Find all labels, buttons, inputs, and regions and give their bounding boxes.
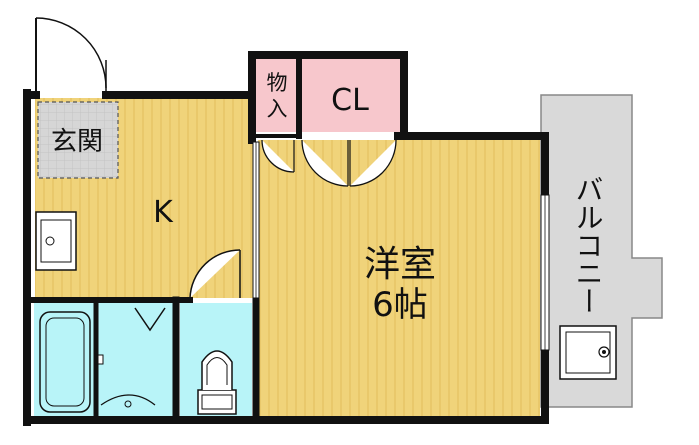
storage-label-1: 物: [267, 71, 288, 95]
balcony-label: バルコニー: [572, 175, 605, 315]
genkan: 玄関: [37, 101, 119, 179]
outdoor-unit: [559, 325, 617, 380]
wash-area: [96, 303, 176, 418]
storage: 物 入: [256, 58, 298, 132]
bathtub: [39, 311, 91, 413]
walls: [23, 51, 549, 426]
storage-label-2: 入: [267, 97, 288, 121]
toilet-door: [189, 249, 241, 299]
western-room-label: 洋室: [364, 244, 436, 285]
closet: CL: [302, 58, 400, 132]
entrance-door: [35, 17, 107, 92]
kitchen-sink: [35, 211, 77, 271]
storage-door: [261, 139, 295, 173]
genkan-label: 玄関: [51, 127, 103, 157]
kitchen-label: K: [153, 195, 174, 230]
sliding-partition: [252, 141, 260, 299]
balcony: バルコニー: [540, 94, 663, 408]
closet-doors: [301, 139, 397, 187]
wash-door: [134, 307, 166, 332]
toilet: [197, 350, 237, 415]
balcony-window: [540, 194, 550, 351]
western-room: [258, 140, 540, 420]
closet-label: CL: [331, 83, 369, 118]
western-room-size: 6帖: [372, 285, 428, 325]
